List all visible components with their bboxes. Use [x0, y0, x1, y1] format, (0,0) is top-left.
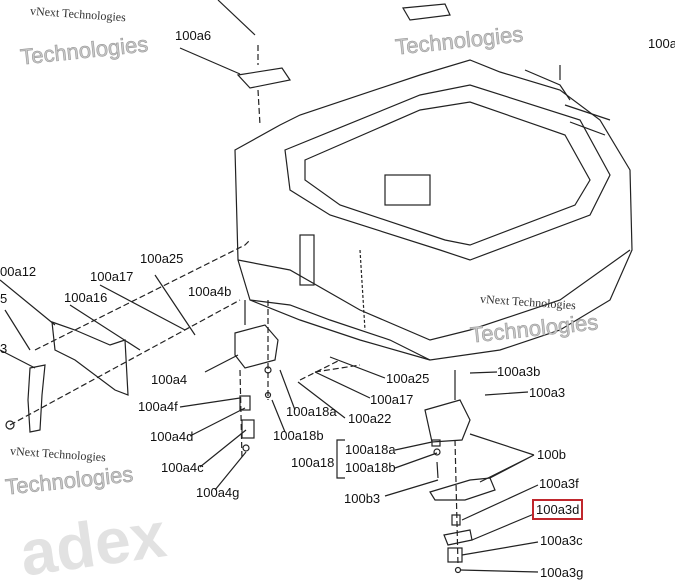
part-label[interactable]: 100b3: [344, 491, 381, 506]
part-label[interactable]: 5: [0, 291, 8, 306]
part-label[interactable]: 100a4d: [150, 429, 194, 444]
part-label[interactable]: 100a16: [64, 290, 108, 305]
part-label[interactable]: 00a12: [0, 264, 37, 279]
part-label[interactable]: 100a3c: [540, 533, 583, 548]
part-label[interactable]: 100a22: [348, 411, 392, 426]
box-rim: [284, 84, 611, 261]
latch-100a3: [424, 399, 471, 443]
latch-100a4: [234, 324, 279, 369]
part-label[interactable]: 100a6: [175, 28, 212, 43]
part-label[interactable]: 100a3f: [539, 476, 579, 491]
part-label[interactable]: 100a4g: [196, 485, 240, 500]
plate-100a6: [236, 67, 291, 89]
part-label[interactable]: 100a18b: [345, 460, 396, 475]
part-label[interactable]: 100b: [537, 447, 566, 462]
part-label[interactable]: 100a4f: [138, 399, 178, 414]
part-label[interactable]: 100a4c: [161, 460, 204, 475]
part-label[interactable]: 100a4b: [188, 284, 232, 299]
part-label[interactable]: 3: [0, 341, 8, 356]
part-label[interactable]: 100a3b: [497, 364, 541, 379]
part-label[interactable]: 100a17: [370, 392, 414, 407]
part-label[interactable]: 100a4: [151, 372, 188, 387]
part-label[interactable]: 100a18a: [286, 404, 337, 419]
part-label[interactable]: 100a18b: [273, 428, 324, 443]
part-label[interactable]: 100a18a: [345, 442, 396, 457]
part-label[interactable]: 100a25: [386, 371, 430, 386]
part-label[interactable]: 100a25: [140, 251, 184, 266]
part-label[interactable]: 100a18: [291, 455, 335, 470]
bracket-100a16: [51, 321, 129, 396]
part-label[interactable]: 100a3: [529, 385, 566, 400]
part-label[interactable]: 100a3g: [540, 565, 584, 580]
highlighted-part-label[interactable]: 100a3d: [531, 499, 584, 520]
storage-box: [234, 59, 633, 361]
handle-100a12: [27, 364, 46, 433]
cover-100b: [429, 477, 496, 501]
part-label[interactable]: 100a: [648, 36, 675, 51]
part-label[interactable]: 100a17: [90, 269, 134, 284]
